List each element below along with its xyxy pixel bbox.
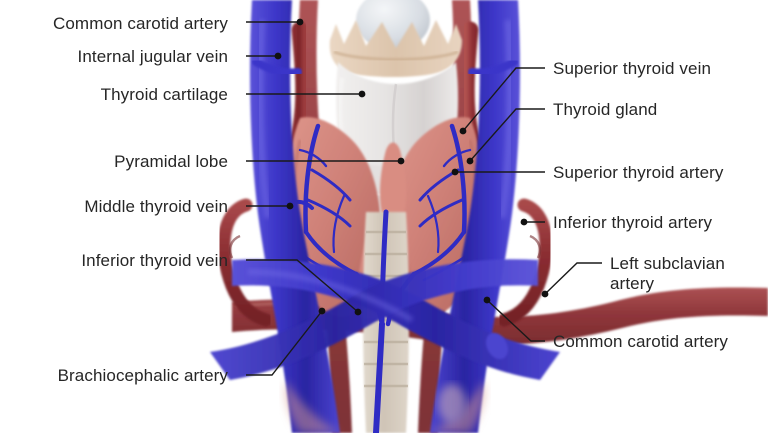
label-middle-thyroid-vein: Middle thyroid vein	[84, 197, 228, 216]
leader-common-carotid-right	[486, 299, 545, 342]
label-internal-jugular-vein: Internal jugular vein	[77, 47, 228, 66]
inferior-thyroid-arteries	[217, 198, 553, 327]
leader-superior-thyroid-artery-endpoint-dot	[451, 168, 459, 176]
label-common-carotid-artery-left: Common carotid artery	[53, 14, 228, 33]
leader-superior-thyroid-vein-endpoint-dot	[459, 127, 467, 135]
leader-middle-thyroid-vein-endpoint-dot	[286, 202, 294, 210]
label-common-carotid-artery-right: Common carotid artery	[553, 332, 728, 351]
label-left-subclavian-artery: Left subclavian artery	[610, 254, 725, 293]
leader-superior-thyroid-vein	[462, 67, 545, 132]
label-pyramidal-lobe: Pyramidal lobe	[114, 152, 228, 171]
leader-inferior-thyroid-vein	[246, 259, 359, 313]
hyoid-bone	[329, 0, 462, 77]
leader-common-carotid-left-endpoint-dot	[296, 18, 304, 26]
label-thyroid-cartilage: Thyroid cartilage	[100, 85, 228, 104]
leader-left-subclavian-endpoint-dot	[541, 290, 549, 298]
leader-common-carotid-right-endpoint-dot	[483, 296, 491, 304]
leader-thyroid-gland-endpoint-dot	[466, 157, 474, 165]
leader-brachiocephalic	[246, 310, 323, 376]
leader-inferior-thyroid-vein-endpoint-dot	[354, 308, 362, 316]
leader-thyroid-gland	[469, 108, 545, 162]
leader-thyroid-cartilage-endpoint-dot	[358, 90, 366, 98]
label-inferior-thyroid-artery: Inferior thyroid artery	[553, 213, 713, 232]
label-superior-thyroid-vein: Superior thyroid vein	[553, 59, 712, 78]
background-tissue	[284, 380, 486, 433]
label-brachiocephalic-artery: Brachiocephalic artery	[57, 366, 228, 385]
leader-internal-jugular-endpoint-dot	[274, 52, 282, 60]
leader-inferior-thyroid-artery-endpoint-dot	[520, 218, 528, 226]
label-inferior-thyroid-vein: Inferior thyroid vein	[81, 251, 228, 270]
leader-brachiocephalic-endpoint-dot	[318, 307, 326, 315]
label-thyroid-gland: Thyroid gland	[553, 100, 658, 119]
leader-pyramidal-lobe-endpoint-dot	[397, 157, 405, 165]
label-superior-thyroid-artery: Superior thyroid artery	[553, 163, 724, 182]
leader-left-subclavian	[544, 262, 602, 295]
